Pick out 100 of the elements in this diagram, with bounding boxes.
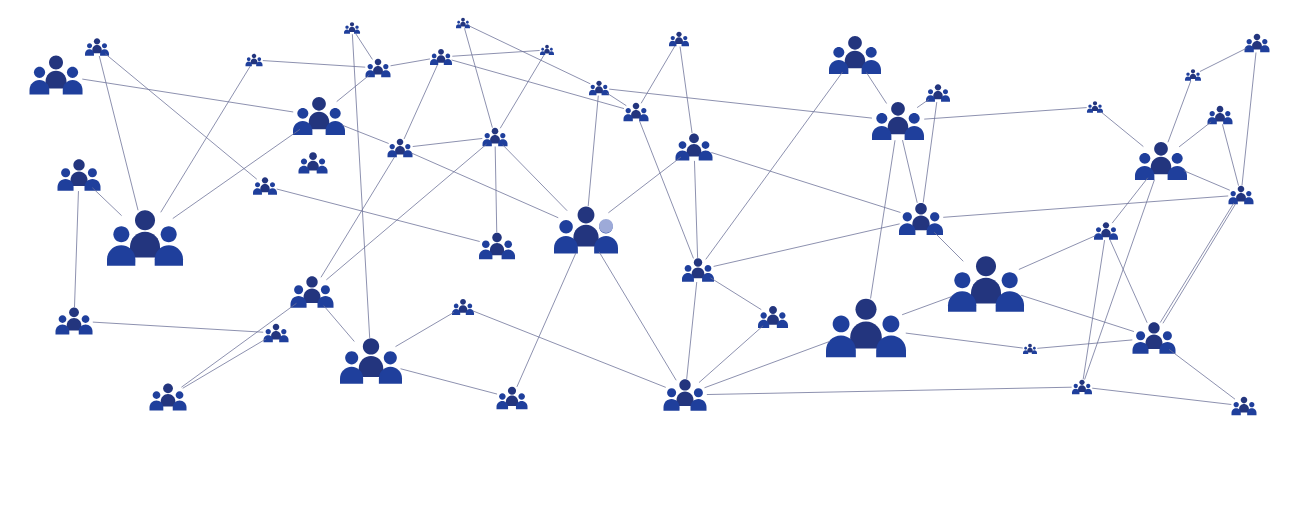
connector-line bbox=[182, 338, 267, 389]
connector-line bbox=[81, 78, 294, 113]
connector-line bbox=[451, 50, 541, 57]
connector-line bbox=[710, 152, 901, 213]
connector-line bbox=[1168, 349, 1236, 400]
people-icon bbox=[1135, 141, 1187, 181]
people-icon bbox=[675, 133, 713, 161]
connector-line bbox=[710, 277, 762, 311]
connector-line bbox=[92, 321, 264, 333]
connector-line bbox=[400, 368, 498, 395]
connector-line bbox=[516, 252, 577, 388]
connector-line bbox=[1036, 339, 1133, 349]
people-icon bbox=[758, 306, 788, 328]
connector-line bbox=[639, 120, 694, 259]
people-icon bbox=[540, 44, 554, 56]
connector-line bbox=[901, 296, 953, 316]
connector-line bbox=[494, 146, 498, 233]
connector-line bbox=[104, 53, 258, 180]
connector-line bbox=[499, 54, 545, 129]
connector-line bbox=[922, 101, 938, 203]
connector-line bbox=[1100, 111, 1144, 147]
connector-line bbox=[866, 72, 887, 104]
people-icon bbox=[107, 210, 184, 266]
people-icon bbox=[826, 298, 906, 358]
connector-line bbox=[412, 138, 483, 147]
connector-line bbox=[713, 223, 901, 267]
connector-line bbox=[1183, 170, 1231, 191]
connector-line bbox=[325, 143, 487, 281]
connector-line bbox=[870, 139, 896, 299]
people-icon bbox=[452, 298, 474, 316]
connector-line bbox=[606, 92, 627, 107]
connector-line bbox=[902, 139, 918, 204]
people-icon bbox=[1072, 379, 1092, 395]
connector-line bbox=[1199, 47, 1247, 72]
people-icon bbox=[1207, 105, 1233, 125]
connector-line bbox=[451, 59, 625, 109]
connector-line bbox=[464, 27, 493, 129]
connector-line bbox=[320, 156, 396, 278]
connector-line bbox=[403, 64, 438, 140]
connector-line bbox=[1178, 121, 1212, 148]
people-icon bbox=[872, 101, 924, 141]
people-icon bbox=[387, 138, 413, 158]
connector-line bbox=[98, 55, 139, 211]
connector-line bbox=[472, 310, 667, 388]
connector-line bbox=[679, 46, 693, 134]
connector-line bbox=[91, 187, 122, 217]
connector-line bbox=[160, 65, 251, 213]
people-icon bbox=[496, 386, 528, 410]
connector-line bbox=[933, 231, 964, 262]
connector-line bbox=[172, 128, 301, 219]
people-icon bbox=[245, 53, 263, 67]
connector-line bbox=[1222, 123, 1239, 187]
people-icon bbox=[1132, 322, 1176, 354]
connector-line bbox=[355, 33, 373, 60]
people-icon bbox=[1231, 396, 1257, 416]
connector-line bbox=[336, 74, 370, 102]
connector-line bbox=[351, 33, 371, 339]
connector-line bbox=[704, 340, 831, 389]
connector-line bbox=[587, 95, 599, 207]
people-icon bbox=[29, 55, 83, 95]
people-icon bbox=[479, 232, 515, 260]
people-icon bbox=[623, 102, 649, 122]
connector-line bbox=[1084, 179, 1155, 380]
people-icon bbox=[293, 96, 345, 136]
people-icon bbox=[55, 307, 93, 335]
connector-line bbox=[1109, 239, 1148, 324]
connector-line bbox=[181, 302, 297, 388]
connector-line bbox=[942, 195, 1229, 218]
connector-line bbox=[276, 188, 481, 242]
connector-line bbox=[705, 71, 843, 260]
connector-line bbox=[410, 152, 559, 219]
people-icon bbox=[1185, 69, 1201, 81]
connector-line bbox=[1167, 80, 1192, 143]
connector-line bbox=[598, 251, 677, 381]
connector-line bbox=[1082, 239, 1105, 380]
people-icon bbox=[253, 177, 277, 195]
connector-line bbox=[640, 45, 676, 104]
people-icon bbox=[365, 58, 391, 78]
connector-line bbox=[341, 124, 390, 144]
connector-line bbox=[698, 325, 764, 383]
connector-line bbox=[916, 98, 930, 108]
people-icon bbox=[1023, 343, 1037, 355]
connector-line bbox=[1018, 235, 1096, 270]
people-icon bbox=[263, 323, 289, 343]
connector-line bbox=[706, 386, 1073, 395]
people-icon bbox=[682, 258, 714, 282]
connector-line bbox=[468, 25, 591, 85]
connector-line bbox=[395, 311, 455, 347]
people-icon bbox=[948, 256, 1024, 312]
connector-line bbox=[694, 160, 698, 259]
connector-line bbox=[323, 305, 355, 342]
people-icon bbox=[829, 35, 881, 75]
people-icon bbox=[298, 152, 328, 174]
people-icon bbox=[1087, 101, 1103, 113]
connector-line bbox=[686, 281, 698, 380]
connector-line bbox=[74, 190, 79, 308]
people-icon bbox=[149, 383, 187, 411]
people-icon bbox=[589, 80, 609, 96]
people-icon bbox=[482, 127, 508, 147]
connector-line bbox=[262, 60, 366, 68]
